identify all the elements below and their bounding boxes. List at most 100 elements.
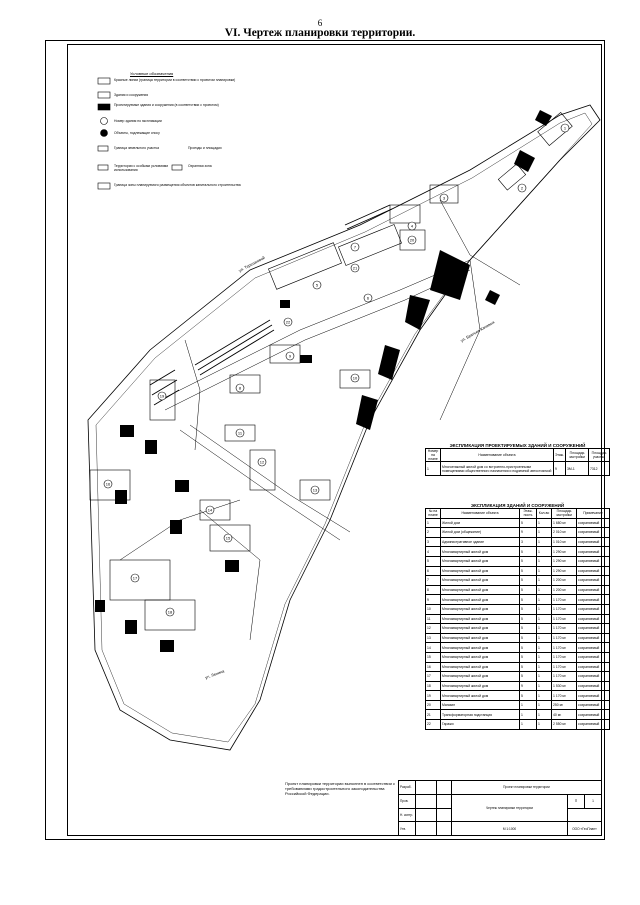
table-cell: 40 м² [551, 709, 577, 721]
table-header: Этаж-ность [519, 508, 537, 519]
table-cell: 2 [425, 527, 441, 538]
table-cell: сохраняемый [576, 546, 610, 557]
building-number-label: 7 [354, 244, 357, 249]
table-cell: Многоквартирный жилой дом [440, 584, 520, 596]
table-header: Площадь застройки [565, 448, 589, 462]
table-cell: 12 [425, 623, 441, 634]
table-cell: 5 [519, 575, 537, 586]
table-cell: 1 200 м² [551, 584, 577, 596]
existing-buildings [89, 112, 573, 631]
table-cell: 16 [425, 661, 441, 673]
table-cell: 22 [425, 719, 441, 730]
table-cell: Многоквартирный жилой дом [440, 594, 520, 605]
table-cell: 1 680 м² [551, 517, 577, 529]
existing-buildings-table: ЭКСПЛИКАЦИЯ ЗДАНИЙ И СООРУЖЕНИЙ № на пла… [425, 503, 610, 730]
table-cell: Гаражи [440, 719, 520, 730]
building-number-label: 3 [443, 195, 446, 200]
stamp-role: Пров. [398, 793, 416, 809]
table-cell: 5 [519, 584, 537, 596]
drawing-sheet-outer-frame [45, 40, 605, 840]
building-number-label: 9 [289, 353, 292, 358]
legend-title: Условные обозначения [130, 71, 174, 76]
table-cell: Жилой дом [440, 517, 520, 529]
table-cell: 1 [519, 699, 537, 711]
table-cell: 1 290 м² [551, 565, 577, 577]
table-cell: 1 [536, 527, 552, 538]
table-cell: сохраняемый [576, 613, 610, 625]
stamp-project: Проект планировки территории [451, 780, 602, 795]
table-cell: Магазин [440, 699, 520, 711]
table-cell: 1 170 м² [551, 690, 577, 701]
table-cell: 1 [519, 709, 537, 721]
table-cell: 5 [519, 517, 537, 529]
table-cell: 1 200 м² [551, 575, 577, 586]
table-cell: 18 [425, 680, 441, 692]
table-cell: Многоквартирный жилой дом [440, 651, 520, 663]
table-cell: 5 [519, 661, 537, 673]
table-cell: 1 170 м² [551, 661, 577, 673]
table-cell: Административное здание [440, 536, 520, 548]
table-cell: 1 [536, 690, 552, 701]
table-cell: 15 [425, 651, 441, 663]
building-number-label: 18 [168, 609, 173, 614]
table-cell: 5 [519, 651, 537, 663]
building-number-markers [103, 123, 570, 617]
table-cell: 5 [519, 603, 537, 615]
table-header: Площадь участка [588, 448, 610, 462]
legend-item: Граница зоны планируемого размещения объ… [114, 183, 241, 187]
table-cell: Трансформаторная подстанция [440, 709, 520, 721]
table-cell: сохраняемый [576, 594, 610, 605]
building-number-label: 13 [313, 487, 318, 492]
table-cell: сохраняемый [576, 690, 610, 701]
table-cell: сохраняемый [576, 536, 610, 548]
table-cell: сохраняемый [576, 680, 610, 692]
table-cell: 7 [425, 575, 441, 586]
page-title: VI. Чертеж планировки территории. [224, 27, 416, 39]
table-cell: 3 [425, 536, 441, 548]
table-cell: 1 [536, 671, 552, 682]
table-cell: сохраняемый [576, 517, 610, 529]
parking-rows [149, 204, 393, 406]
table-cell: Многоквартирный жилой дом [440, 642, 520, 653]
building-number-label: 2 [521, 185, 524, 190]
table-cell: 5 [519, 565, 537, 577]
drawing-sheet-inner-frame [67, 44, 602, 836]
table-cell: 1 [519, 719, 537, 730]
table-cell: 1 [536, 680, 552, 692]
table-header: № на плане [425, 508, 441, 519]
table-cell: Многоквартирный жилой дом [440, 546, 520, 557]
table-cell: 9 [519, 527, 537, 538]
table-cell: сохраняемый [576, 719, 610, 730]
table-cell: 1 [536, 536, 552, 548]
table-cell: 1 [536, 565, 552, 577]
projected-buildings-table: ЭКСПЛИКАЦИЯ ПРОЕКТИРУЕМЫХ ЗДАНИЙ И СООРУ… [425, 443, 610, 476]
table-header: Кол-во [536, 508, 552, 519]
table-row: 1 Многоэтажный жилой дом со встроенно-пр… [425, 461, 610, 476]
table-cell: 1 170 м² [551, 632, 577, 644]
table-cell: 1 [536, 709, 552, 721]
building-number-label: 1 [564, 125, 567, 130]
table-cell: сохраняемый [576, 575, 610, 586]
table-cell: Многоквартирный жилой дом [440, 623, 520, 634]
table-cell: 1 [536, 575, 552, 586]
building-number-label: 22 [286, 319, 291, 324]
stamp-sheet: 1 [584, 793, 602, 809]
table-cell: 17 [425, 671, 441, 682]
stamp-role: Утв. [398, 821, 416, 836]
legend-symbols [97, 77, 183, 190]
stamp-organization: ООО «ГеоПлан» [567, 821, 602, 836]
table-cell: Многоквартирный жилой дом [440, 690, 520, 701]
table-cell: сохраняемый [576, 671, 610, 682]
title-block: Разраб. Проект планировки территории Про… [398, 780, 602, 836]
building-number-label: 12 [260, 459, 265, 464]
